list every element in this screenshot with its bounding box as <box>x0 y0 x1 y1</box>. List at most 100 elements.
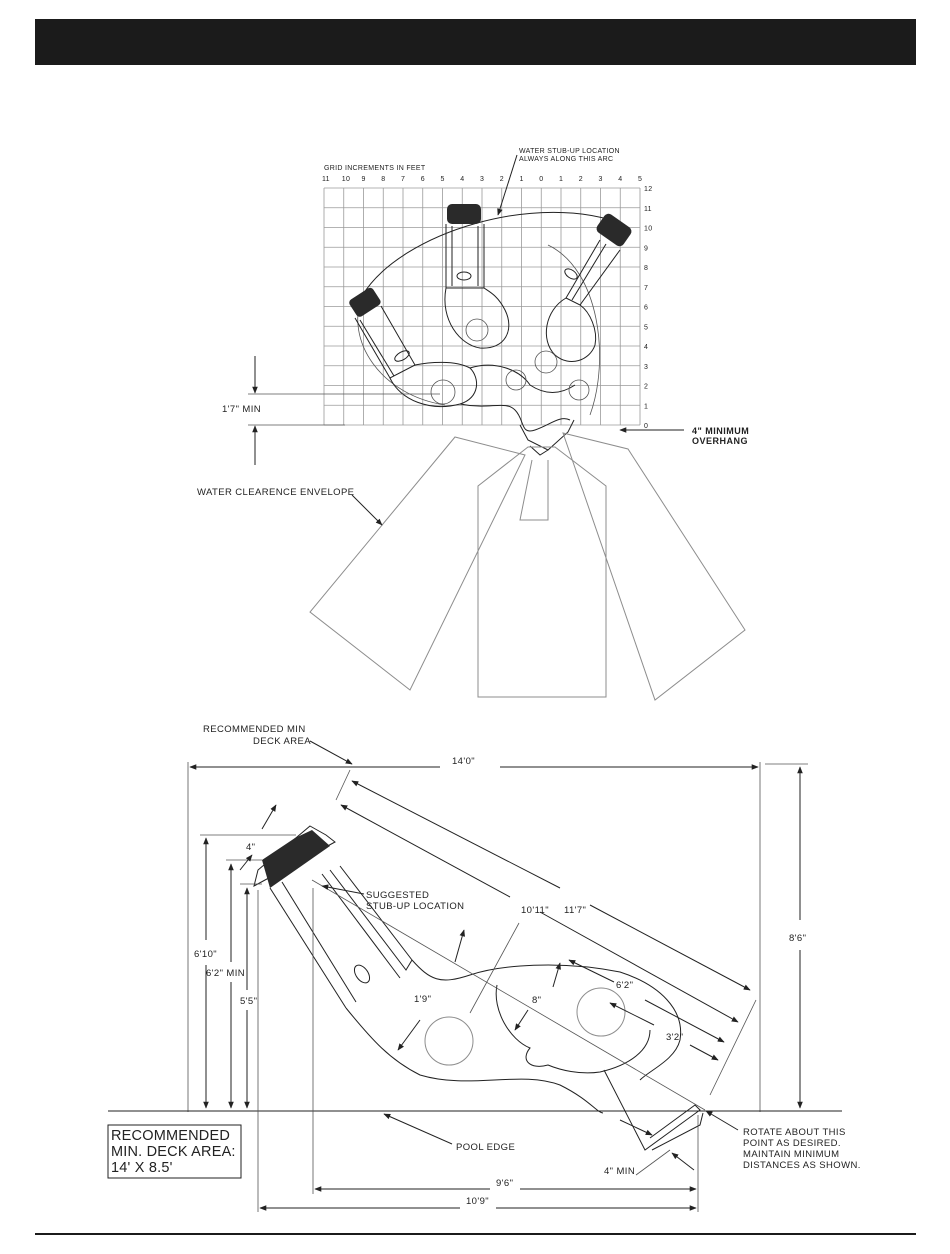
grid-right-label: 2 <box>644 384 648 391</box>
grid-right-label: 11 <box>644 206 652 213</box>
grid-right-label: 8 <box>644 265 648 272</box>
ghost-circle-3 <box>534 350 558 374</box>
deck-box-line1: RECOMMENDED <box>111 1128 230 1144</box>
deck-area-label-line1: RECOMMENDED MIN <box>203 724 306 735</box>
stub-up-arc-lower <box>357 295 446 406</box>
dim-10-11-down <box>539 911 739 1023</box>
dim-11-7-up <box>351 780 561 889</box>
overhang-note-line2: OVERHANG <box>692 436 748 446</box>
grid-top-label: 5 <box>441 176 445 183</box>
dim-h-5-5: 5'5" <box>240 996 257 1007</box>
water-stub-leader <box>497 154 518 216</box>
dim-10-11-up <box>340 804 511 898</box>
overhang-note-line1: 4" MINIMUM <box>692 426 749 436</box>
rotate-note-line1: ROTATE ABOUT THIS <box>743 1127 846 1138</box>
stub-up-leader <box>321 884 365 895</box>
slide-body-center <box>469 364 576 393</box>
grid-top-label: 3 <box>480 176 484 183</box>
grid-top-label: 5 <box>638 176 642 183</box>
dim-h-6-2-min: 6'2" MIN <box>206 968 245 979</box>
slide-plan-view <box>253 825 706 1151</box>
dim-6-2-right <box>644 999 725 1043</box>
grid-right-label: 5 <box>644 324 648 331</box>
slide-position-middle <box>444 204 510 349</box>
ghost-circle-4 <box>568 379 590 401</box>
rotate-note-line2: POINT AS DESIRED. <box>743 1138 841 1149</box>
slide-position-left <box>349 287 478 407</box>
dim-1-9-up <box>454 929 465 963</box>
water-stub-note-line1: WATER STUB-UP LOCATION <box>519 148 620 155</box>
pool-edge-leader <box>383 1113 453 1145</box>
dim-4-arrow-up <box>261 804 277 830</box>
grid-right-label: 0 <box>644 423 648 430</box>
deck-box-line2: MIN. DECK AREA: <box>111 1144 236 1160</box>
dim-diag-long: 11'7" <box>564 905 586 916</box>
ghost-circle-5 <box>505 369 527 391</box>
slide-body-lower <box>459 403 571 432</box>
grid-right-label: 9 <box>644 245 648 252</box>
rotate-leader <box>705 1110 739 1131</box>
grid-top-label: 6 <box>421 176 425 183</box>
grid-right-label: 12 <box>644 186 652 193</box>
min-clearance-label: 1'7" MIN <box>222 404 261 415</box>
dim-diag-mid: 10'11" <box>521 905 549 916</box>
grid-right-label: 6 <box>644 305 648 312</box>
deck-area-leader <box>309 740 353 765</box>
water-envelope-label: WATER CLEARENCE ENVELOPE <box>197 487 354 498</box>
header-bar <box>35 19 916 65</box>
ghost-circle-2 <box>465 318 489 342</box>
dim-4-min-arrow-b <box>671 1152 695 1171</box>
water-stub-note-line2: ALWAYS ALONG THIS ARC <box>519 156 613 163</box>
grid-top-label: 7 <box>401 176 405 183</box>
slide-exit-tip <box>529 445 549 456</box>
diag-ext-a <box>335 769 351 801</box>
dim-4-arrow-down <box>239 854 253 871</box>
diag-ext-b <box>709 999 757 1096</box>
stub-up-arc-right <box>547 244 600 416</box>
grid-top-label: 0 <box>539 176 543 183</box>
dim-6-2-left <box>568 959 615 983</box>
stub-up-label-line2: STUB-UP LOCATION <box>366 901 464 912</box>
grid-top-label: 9 <box>362 176 366 183</box>
water-envelope-leader <box>351 494 383 526</box>
dim-8-up <box>552 962 561 988</box>
dim-one-nine: 1'9" <box>414 994 431 1005</box>
grid-top-label: 2 <box>500 176 504 183</box>
pool-edge-label: POOL EDGE <box>456 1142 515 1153</box>
grid-top-label: 1 <box>559 176 563 183</box>
dim-8-down <box>514 1009 529 1031</box>
stub-up-label-line1: SUGGESTED <box>366 890 429 901</box>
stub-up-arc <box>361 211 626 297</box>
dim-width-total: 14'0" <box>452 756 475 767</box>
grid-right-label: 3 <box>644 364 648 371</box>
deck-box-line3: 14' X 8.5' <box>111 1160 173 1176</box>
grid-top-label: 11 <box>322 176 330 183</box>
dim-1-9-down <box>397 1019 421 1051</box>
grid-top-label: 1 <box>520 176 524 183</box>
grid-top-label: 2 <box>579 176 583 183</box>
dim-four-min: 4" MIN <box>604 1166 635 1177</box>
deck-area-box <box>107 1124 242 1179</box>
grid-right-label: 10 <box>644 226 652 233</box>
dim-three-two: 3'2" <box>666 1032 683 1043</box>
dim-bottom-9-6: 9'6" <box>496 1178 513 1189</box>
foot-grid <box>323 187 641 426</box>
grid-top-label: 4 <box>618 176 622 183</box>
grid-top-label: 8 <box>381 176 385 183</box>
dim-11-7-down <box>589 904 751 991</box>
footer-rule <box>35 1233 916 1235</box>
grid-title: GRID INCREMENTS IN FEET <box>324 165 426 172</box>
grid-top-label: 4 <box>460 176 464 183</box>
rotate-note-line4: DISTANCES AS SHOWN. <box>743 1160 861 1171</box>
dim-height-total: 8'6" <box>789 933 806 944</box>
dim-4-min-ext <box>635 1149 671 1176</box>
grid-right-label: 4 <box>644 344 648 351</box>
dim-h-6-10: 6'10" <box>194 949 217 960</box>
dim-eight: 8" <box>532 995 541 1006</box>
rotate-note-line3: MAINTAIN MINIMUM <box>743 1149 839 1160</box>
dim-3-2-right <box>689 1044 719 1061</box>
grid-top-label: 3 <box>599 176 603 183</box>
